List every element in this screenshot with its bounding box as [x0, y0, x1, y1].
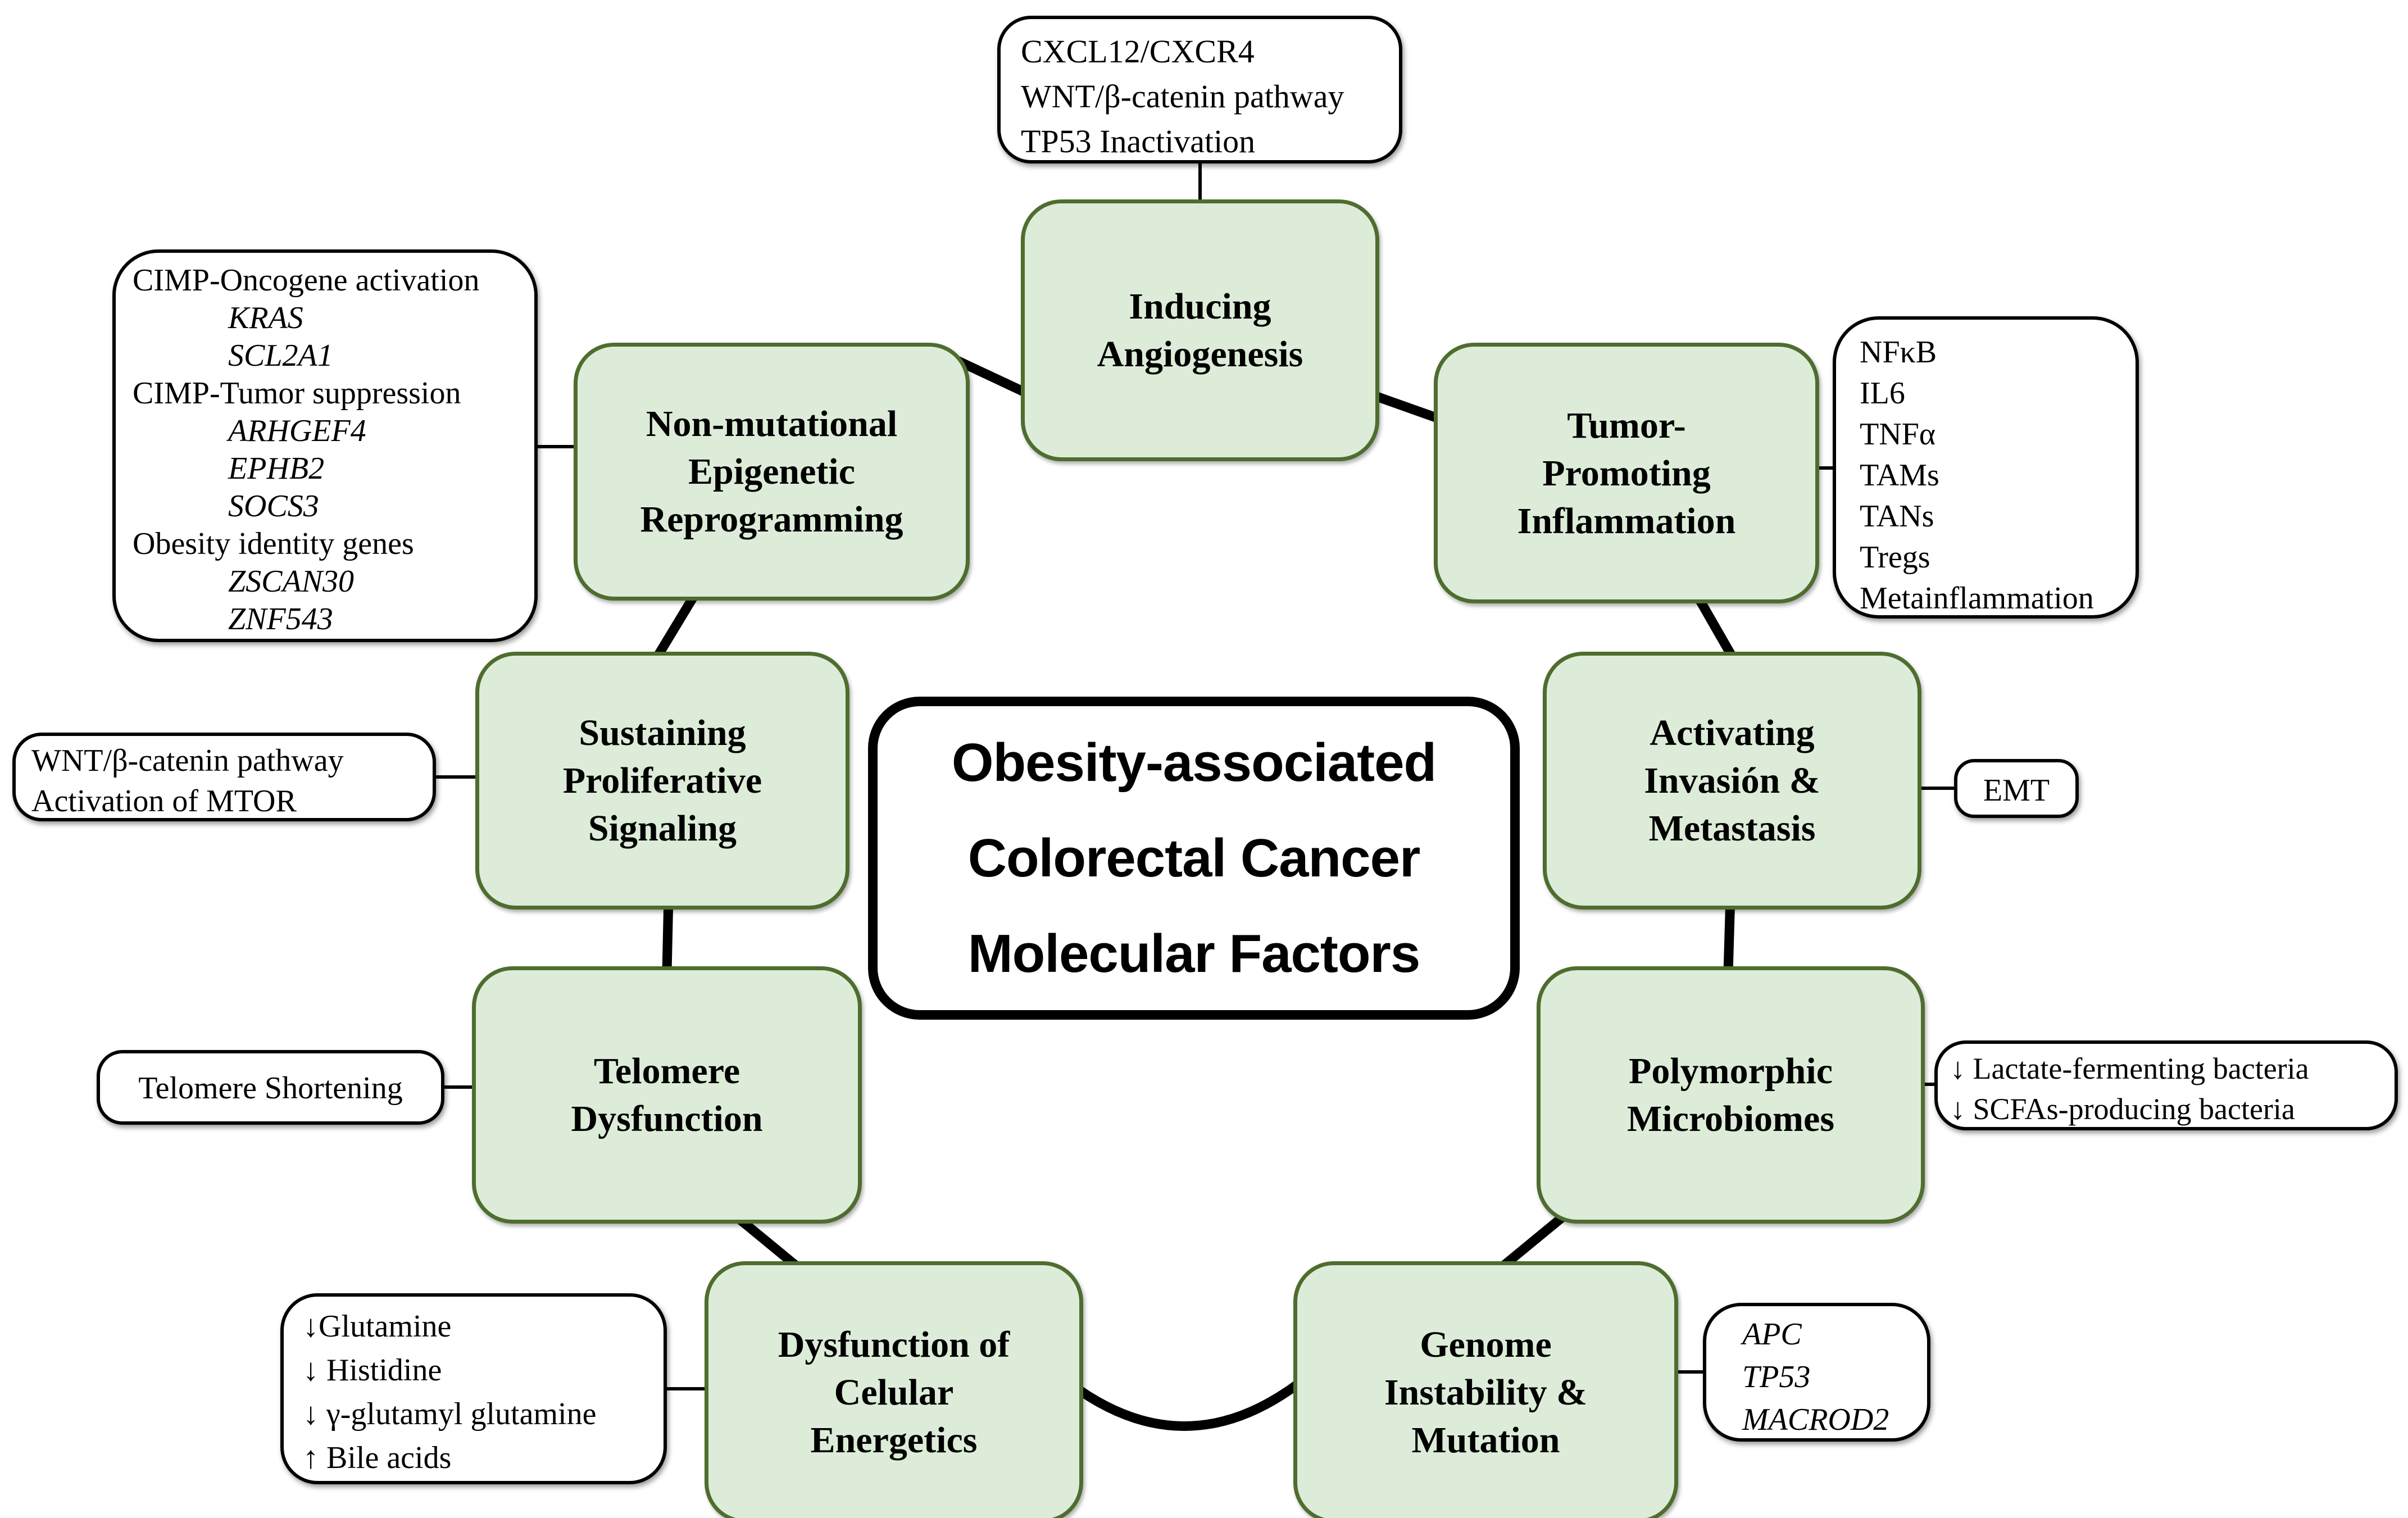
annotation-line: CXCL12/CXCR4 — [1021, 33, 1255, 70]
annotation-line: ZSCAN30 — [228, 564, 355, 599]
annotation-telomere-factors: Telomere Shortening — [97, 1050, 444, 1125]
hallmark-label-line: Promoting — [1542, 452, 1711, 494]
hallmark-polymorphic-microbiomes: Polymorphic Microbiomes — [1537, 966, 1925, 1224]
hallmark-label-line: Non-mutational — [646, 403, 898, 444]
hallmark-label-line: Mutation — [1411, 1419, 1560, 1461]
annotation-genome-factors: APC TP53 MACROD2 — [1703, 1303, 1930, 1442]
hallmark-label-line: Epigenetic — [688, 451, 855, 492]
annotation-line: ↓ Histidine — [303, 1353, 442, 1388]
center-title-line: Colorectal Cancer — [967, 828, 1421, 888]
annotation-line: TP53 — [1742, 1360, 1811, 1394]
hallmark-label-line: Inflammation — [1517, 500, 1736, 542]
annotation-line: APC — [1742, 1317, 1802, 1352]
ring-segment-energetics-genome — [1067, 1380, 1302, 1431]
annotation-line: SCL2A1 — [228, 338, 333, 373]
annotation-line: TAMs — [1860, 458, 1939, 493]
annotation-invasion-factors: EMT — [1954, 759, 2079, 818]
annotation-line: Tregs — [1860, 540, 1930, 575]
center-title-line: Molecular Factors — [967, 923, 1421, 984]
annotation-line: WNT/β-catenin pathway — [1021, 78, 1344, 115]
hallmark-label-line: Angiogenesis — [1097, 334, 1303, 375]
annotation-line: ARHGEF4 — [228, 413, 366, 448]
hallmark-label-line: Telomere — [593, 1051, 740, 1092]
annotation-line: ZNF543 — [228, 602, 333, 637]
annotation-line: KRAS — [228, 301, 303, 335]
annotation-line: MACROD2 — [1742, 1402, 1889, 1437]
annotation-line: EPHB2 — [228, 451, 325, 486]
annotation-energetics-factors: ↓Glutamine ↓ Histidine ↓ γ-glutamyl glut… — [280, 1293, 667, 1484]
hallmark-label-line: Reprogramming — [640, 499, 903, 540]
hallmark-dysfunction-celular-energetics: Dysfunction of Celular Energetics — [705, 1261, 1083, 1518]
ring-segment-polymorphic-genome — [1492, 1206, 1575, 1276]
annotation-angiogenesis-factors: CXCL12/CXCR4 WNT/β-catenin pathway TP53 … — [997, 16, 1402, 163]
hallmark-tumor-promoting-inflammation: Tumor- Promoting Inflammation — [1434, 343, 1819, 603]
annotation-line: TANs — [1860, 499, 1934, 534]
annotation-line: Metainflammation — [1860, 581, 2094, 616]
annotation-line: NFκB — [1860, 335, 1937, 370]
annotation-line: SOCS3 — [228, 489, 319, 524]
hallmark-genome-instability-mutation: Genome Instability & Mutation — [1293, 1261, 1678, 1518]
hallmark-label-line: Instability & — [1384, 1371, 1588, 1413]
annotation-line: IL6 — [1860, 376, 1905, 411]
annotation-line: WNT/β-catenin pathway — [31, 743, 344, 778]
annotation-line: Telomere Shortening — [138, 1071, 403, 1106]
hallmark-sustaining-proliferative-signaling: Sustaining Proliferative Signaling — [475, 652, 849, 910]
annotation-inflammation-factors: NFκB IL6 TNFα TAMs TANs Tregs Metainflam… — [1833, 316, 2139, 619]
hallmark-inducing-angiogenesis: Inducing Angiogenesis — [1021, 199, 1379, 461]
annotation-line: ↓ Lactate-fermenting bacteria — [1950, 1052, 2309, 1085]
hallmark-label-line: Dysfunction of — [778, 1324, 1010, 1365]
hallmark-label-line: Genome — [1420, 1324, 1552, 1365]
center-title-line: Obesity-associated — [951, 732, 1437, 793]
hallmark-label-line: Invasión & — [1644, 760, 1820, 801]
hallmark-activating-invasion-metastasis: Activating Invasión & Metastasis — [1543, 652, 1921, 910]
hallmark-label-line: Microbiomes — [1626, 1098, 1835, 1139]
annotation-line: CIMP-Tumor suppression — [133, 376, 461, 411]
annotation-line: ↓Glutamine — [303, 1309, 452, 1344]
annotation-line: ↑ Bile acids — [303, 1440, 452, 1475]
annotation-line: EMT — [1983, 773, 2050, 808]
hallmark-label-line: Inducing — [1129, 286, 1271, 327]
annotation-line: Activation of MTOR — [31, 784, 297, 819]
annotation-line: Obesity identity genes — [133, 526, 414, 561]
annotation-line: TNFα — [1860, 417, 1936, 452]
hallmark-nonmutational-epigenetic-reprogramming: Non-mutational Epigenetic Reprogramming — [574, 343, 970, 601]
hallmark-label-line: Metastasis — [1648, 808, 1816, 849]
hallmark-label-line: Proliferative — [562, 760, 762, 801]
hallmark-label-line: Tumor- — [1567, 405, 1686, 446]
hallmark-label-line: Celular — [834, 1371, 954, 1413]
annotation-line: TP53 Inactivation — [1021, 123, 1256, 160]
center-title-box: Obesity-associated Colorectal Cancer Mol… — [868, 697, 1520, 1020]
hallmark-label-line: Energetics — [810, 1419, 978, 1461]
hallmark-telomere-dysfunction: Telomere Dysfunction — [472, 966, 862, 1224]
hallmark-label-line: Sustaining — [579, 712, 746, 753]
annotation-epigenetic-factors: CIMP-Oncogene activation KRAS SCL2A1 CIM… — [112, 249, 538, 642]
annotation-proliferative-factors: WNT/β-catenin pathway Activation of MTOR — [12, 733, 436, 821]
hallmark-label-line: Dysfunction — [571, 1098, 763, 1139]
hallmark-label-line: Signaling — [588, 808, 737, 849]
hallmark-label-line: Polymorphic — [1629, 1051, 1833, 1092]
hallmark-label-line: Activating — [1650, 712, 1815, 753]
annotation-line: ↓ γ-glutamyl glutamine — [303, 1397, 597, 1431]
annotation-line: CIMP-Oncogene activation — [133, 263, 480, 298]
annotation-line: ↓ SCFAs-producing bacteria — [1950, 1092, 2295, 1126]
annotation-microbiome-factors: ↓ Lactate-fermenting bacteria ↓ SCFAs-pr… — [1934, 1040, 2398, 1130]
